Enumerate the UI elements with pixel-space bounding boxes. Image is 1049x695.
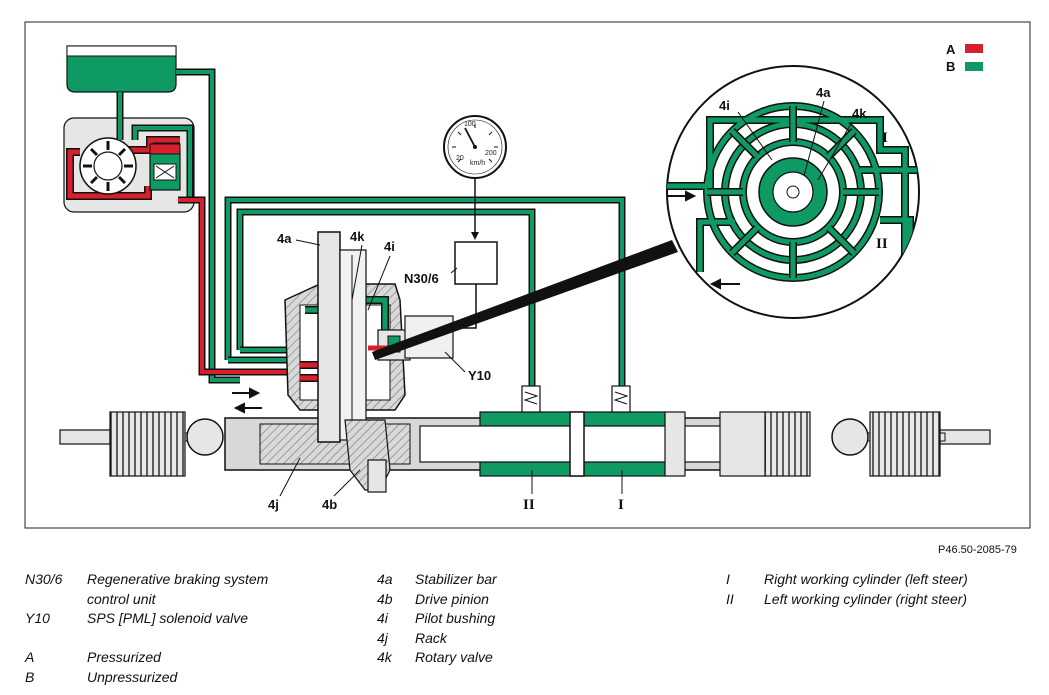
legend-item-b: B Unpressurized — [25, 668, 268, 688]
flow-arrows — [232, 387, 262, 414]
label-4k: 4k — [350, 229, 365, 244]
legend-item-4i: 4i Pilot bushing — [377, 609, 497, 629]
return-lines — [116, 68, 240, 384]
inset-label-4i: 4i — [719, 98, 730, 113]
label-4i: 4i — [384, 239, 395, 254]
diagram-frame — [24, 21, 1031, 529]
legend-desc: Rack — [415, 629, 447, 646]
legend-desc: Pressurized — [87, 649, 161, 665]
legend-item-I: I Right working cylinder (left steer) — [726, 570, 968, 590]
legend-column-2: 4a Stabilizer bar 4b Drive pinion 4i Pil… — [377, 570, 497, 668]
legend-item-n30-6: N30/6 Regenerative braking system contro… — [25, 570, 268, 609]
legend-desc: Unpressurized — [87, 668, 178, 685]
figure-reference: P46.50-2085-79 — [938, 544, 1017, 556]
key-b-swatch — [965, 62, 983, 71]
gauge-label-20: 20 — [456, 155, 464, 162]
legend-desc: Left working cylinder (right steer) — [764, 590, 968, 607]
label-y10: Y10 — [468, 368, 491, 383]
legend-item-II: II Left working cylinder (right steer) — [726, 590, 968, 610]
legend-desc: Right working cylinder (left steer) — [764, 571, 968, 587]
key-a-swatch — [965, 44, 983, 53]
rack-assembly — [59, 385, 991, 477]
power-steering-pump — [63, 117, 195, 213]
legend-code: 4a — [377, 571, 393, 587]
label-4b: 4b — [322, 497, 337, 512]
magnifier-beam — [372, 240, 678, 360]
legend-item-4b: 4b Drive pinion — [377, 590, 497, 610]
legend-desc: Rotary valve — [415, 649, 493, 665]
legend-code: II — [726, 590, 734, 607]
legend-column-1: N30/6 Regenerative braking system contro… — [25, 570, 268, 687]
inset-label-I: I — [882, 130, 888, 146]
label-rack-II: II — [523, 497, 535, 513]
inset-label-4k: 4k — [852, 106, 867, 121]
key-a-letter: A — [946, 42, 956, 57]
legend-desc: SPS [PML] solenoid valve — [87, 610, 249, 626]
legend-item-y10: Y10 SPS [PML] solenoid valve — [25, 609, 268, 629]
legend-code: B — [25, 668, 35, 685]
speedometer-gauge: 100 20 200 km/h — [443, 115, 507, 240]
legend-code: 4j — [377, 629, 388, 646]
pressure-line — [178, 196, 320, 376]
inset-label-4a: 4a — [816, 85, 831, 100]
component-labels: 4a 4k 4i Y10 4j 4b II I — [268, 229, 624, 513]
legend-code: Y10 — [25, 610, 50, 626]
label-rack-I: I — [618, 497, 624, 513]
inset-label-II: II — [876, 236, 888, 252]
oil-reservoir — [66, 45, 177, 93]
legend-item-4k: 4k Rotary valve — [377, 648, 497, 668]
legend-desc-line: Regenerative braking system — [87, 571, 269, 587]
legend-desc: Drive pinion — [415, 590, 489, 607]
legend-desc-line: control unit — [87, 590, 156, 607]
legend-item-4a: 4a Stabilizer bar — [377, 570, 497, 590]
legend-item-4j: 4j Rack — [377, 629, 497, 649]
legend-item-a: A Pressurized — [25, 648, 268, 668]
label-4j: 4j — [268, 497, 279, 512]
color-key: A B — [946, 42, 983, 74]
rotary-valve-inset: 4i 4a 4k I II — [666, 65, 920, 319]
legend-desc: Regenerative braking system control unit — [87, 570, 268, 609]
legend-desc: Stabilizer bar — [415, 571, 497, 587]
gauge-label-200: 200 — [485, 150, 497, 157]
key-b-letter: B — [946, 59, 955, 74]
legend-code: 4b — [377, 590, 393, 607]
gauge-label-100: 100 — [464, 121, 476, 128]
gauge-unit: km/h — [470, 160, 485, 167]
legend-code: 4i — [377, 610, 388, 626]
legend-spacer — [25, 629, 268, 649]
legend-code: N30/6 — [25, 571, 63, 587]
label-4a: 4a — [277, 231, 292, 246]
legend-desc: Pilot bushing — [415, 610, 496, 626]
legend-code: A — [25, 649, 35, 665]
label-n30-6: N30/6 — [404, 271, 439, 286]
legend-code: 4k — [377, 649, 392, 665]
legend-code: I — [726, 571, 730, 587]
control-unit-n30-6: N30/6 — [404, 241, 498, 329]
steering-system-diagram: A B — [24, 21, 1031, 529]
legend-column-3: I Right working cylinder (left steer) II… — [726, 570, 968, 609]
